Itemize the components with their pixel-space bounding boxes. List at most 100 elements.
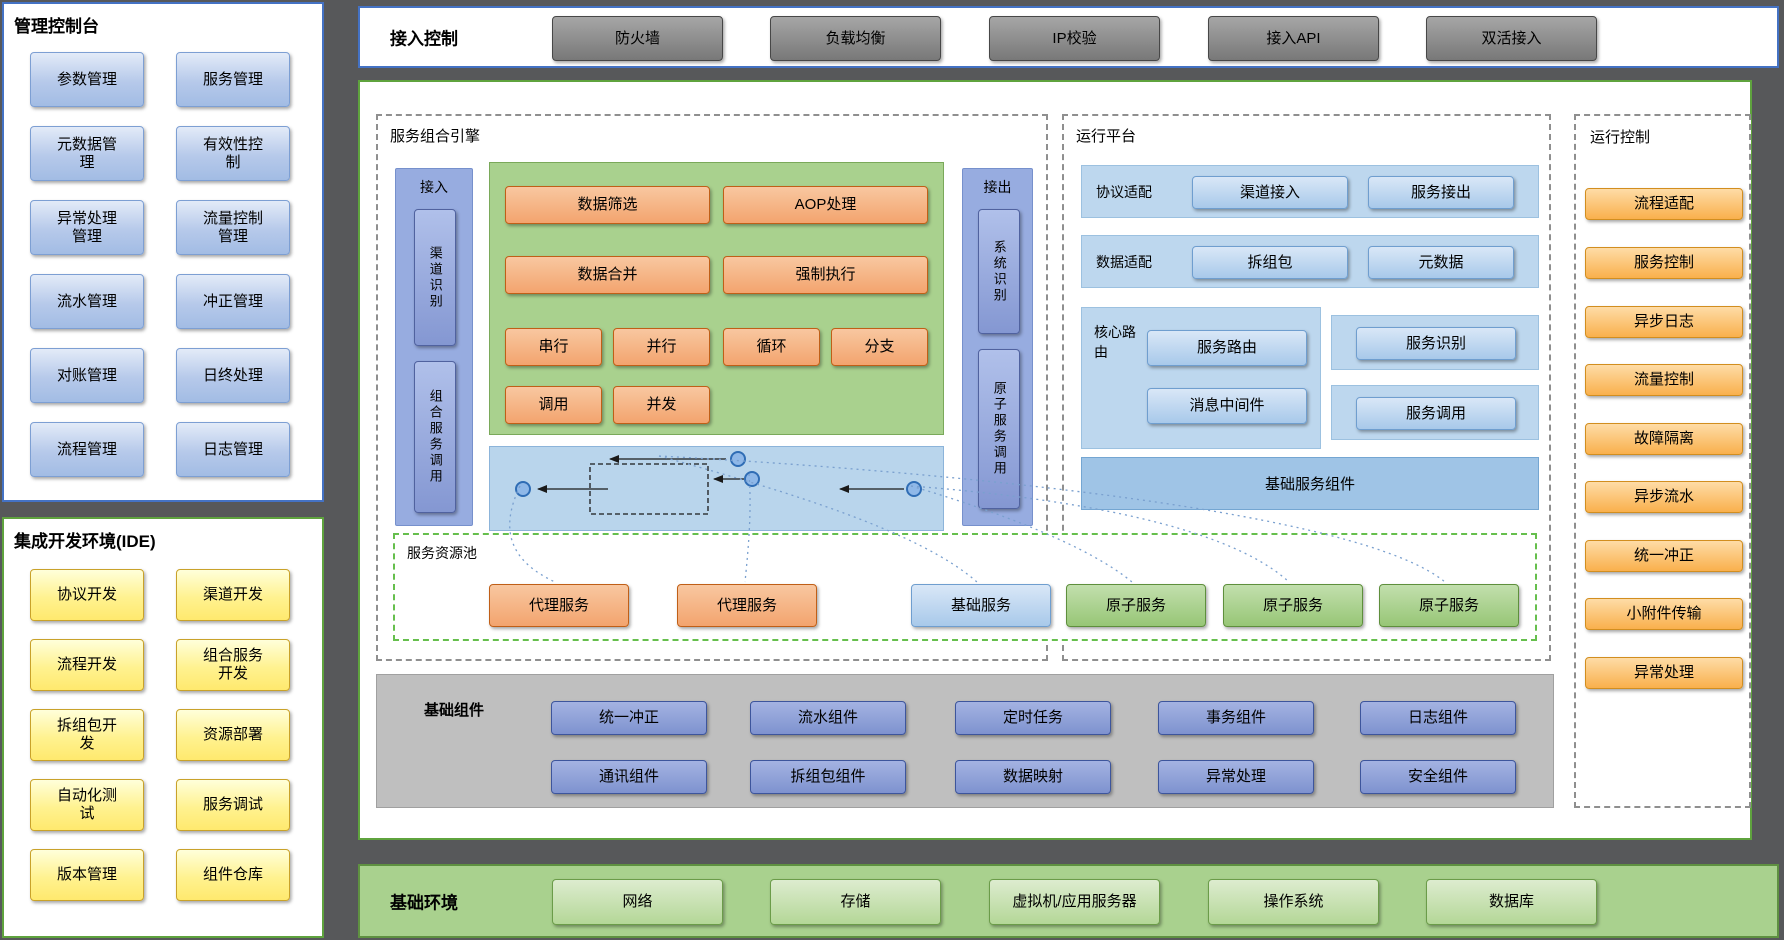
message-middleware-button[interactable]: 消息中间件 — [1147, 388, 1307, 424]
mgmt-item-button[interactable]: 服务管理 — [176, 52, 290, 107]
base-component-button[interactable]: 流水组件 — [750, 701, 906, 735]
protocol-adapter-bar: 协议适配 渠道接入 服务接出 — [1081, 165, 1539, 218]
operation-button[interactable]: 循环 — [723, 328, 820, 366]
base-environment-button[interactable]: 存储 — [770, 879, 941, 925]
runtime-control-button[interactable]: 服务控制 — [1585, 247, 1743, 279]
runtime-platform-label: 运行平台 — [1076, 128, 1137, 145]
operation-button[interactable]: AOP处理 — [723, 186, 928, 224]
service-call-button[interactable]: 服务调用 — [1356, 397, 1516, 430]
operation-button[interactable]: 强制执行 — [723, 256, 928, 294]
base-component-button[interactable]: 定时任务 — [955, 701, 1111, 735]
mgmt-item-button[interactable]: 对账管理 — [30, 348, 144, 403]
management-console-title: 管理控制台 — [14, 17, 99, 36]
base-component-button[interactable]: 数据映射 — [955, 760, 1111, 794]
mgmt-item-button[interactable]: 日终处理 — [176, 348, 290, 403]
operations-box: 数据筛选 AOP处理 数据合并 强制执行 串行 并行 循环 分支 调用 并发 — [489, 162, 944, 435]
access-control-button[interactable]: 双活接入 — [1426, 16, 1597, 61]
mgmt-item-button[interactable]: 日志管理 — [176, 422, 290, 477]
mgmt-item-button[interactable]: 参数管理 — [30, 52, 144, 107]
proxy-service-button[interactable]: 代理服务 — [677, 584, 817, 627]
outbound-column: 接出 系统识别 原子服务调用 — [962, 168, 1033, 526]
base-component-button[interactable]: 异常处理 — [1158, 760, 1314, 794]
base-component-button[interactable]: 拆组包组件 — [750, 760, 906, 794]
base-environment-button[interactable]: 数据库 — [1426, 879, 1597, 925]
operation-button[interactable]: 分支 — [831, 328, 928, 366]
runtime-control-button[interactable]: 小附件传输 — [1585, 598, 1743, 630]
base-environment-button[interactable]: 操作系统 — [1208, 879, 1379, 925]
mgmt-item-button[interactable]: 流水管理 — [30, 274, 144, 329]
base-component-button[interactable]: 安全组件 — [1360, 760, 1516, 794]
outbound-label: 接出 — [983, 179, 1012, 195]
base-component-button[interactable]: 日志组件 — [1360, 701, 1516, 735]
resource-pool-box: 服务资源池 代理服务 代理服务 基础服务 原子服务 原子服务 原子服务 — [393, 533, 1537, 641]
inbound-label: 接入 — [420, 179, 448, 195]
ide-item-button[interactable]: 流程开发 — [30, 639, 144, 691]
atomic-service-call-vertical-button[interactable]: 原子服务调用 — [978, 349, 1020, 509]
ide-item-button[interactable]: 协议开发 — [30, 569, 144, 621]
runtime-control-box: 运行控制 流程适配 服务控制 异步日志 流量控制 故障隔离 异步流水 统一冲正 … — [1574, 114, 1751, 808]
ide-grid: 协议开发 渠道开发 流程开发 组合服务开发 拆组包开发 资源部署 自动化测试 服… — [30, 569, 290, 901]
composite-service-call-vertical-button[interactable]: 组合服务调用 — [414, 361, 456, 513]
runtime-control-button[interactable]: 流程适配 — [1585, 188, 1743, 220]
runtime-control-button[interactable]: 故障隔离 — [1585, 423, 1743, 455]
base-component-button[interactable]: 统一冲正 — [551, 701, 707, 735]
access-control-button[interactable]: IP校验 — [989, 16, 1160, 61]
ide-item-button[interactable]: 渠道开发 — [176, 569, 290, 621]
runtime-control-button[interactable]: 流量控制 — [1585, 364, 1743, 396]
mgmt-item-button[interactable]: 冲正管理 — [176, 274, 290, 329]
access-control-button[interactable]: 接入API — [1208, 16, 1379, 61]
runtime-control-button[interactable]: 统一冲正 — [1585, 540, 1743, 572]
operation-button[interactable]: 并发 — [613, 386, 710, 424]
base-service-button[interactable]: 基础服务 — [911, 584, 1051, 627]
mgmt-item-button[interactable]: 流程管理 — [30, 422, 144, 477]
service-identify-box: 服务识别 — [1331, 315, 1539, 370]
ide-item-button[interactable]: 版本管理 — [30, 849, 144, 901]
ide-item-button[interactable]: 服务调试 — [176, 779, 290, 831]
access-control-panel: 接入控制 防火墙 负载均衡 IP校验 接入API 双活接入 — [358, 6, 1779, 68]
mgmt-item-button[interactable]: 异常处理管理 — [30, 200, 144, 255]
channel-identify-vertical-button[interactable]: 渠道识别 — [414, 209, 456, 346]
pack-unpack-button[interactable]: 拆组包 — [1192, 246, 1348, 279]
ide-item-button[interactable]: 资源部署 — [176, 709, 290, 761]
ide-item-button[interactable]: 组件仓库 — [176, 849, 290, 901]
atomic-service-button[interactable]: 原子服务 — [1223, 584, 1363, 627]
base-component-button[interactable]: 通讯组件 — [551, 760, 707, 794]
management-console-grid: 参数管理 服务管理 元数据管理 有效性控制 异常处理管理 流量控制管理 流水管理… — [30, 52, 290, 477]
mgmt-item-button[interactable]: 有效性控制 — [176, 126, 290, 181]
operation-button[interactable]: 并行 — [613, 328, 710, 366]
base-environment-button[interactable]: 网络 — [552, 879, 723, 925]
channel-access-button[interactable]: 渠道接入 — [1192, 176, 1348, 209]
ide-title: 集成开发环境(IDE) — [14, 532, 156, 551]
mgmt-item-button[interactable]: 流量控制管理 — [176, 200, 290, 255]
atomic-service-button[interactable]: 原子服务 — [1379, 584, 1519, 627]
service-routing-button[interactable]: 服务路由 — [1147, 330, 1307, 366]
service-identify-button[interactable]: 服务识别 — [1356, 327, 1516, 360]
access-control-button[interactable]: 防火墙 — [552, 16, 723, 61]
metadata-button[interactable]: 元数据 — [1368, 246, 1514, 279]
operation-button[interactable]: 串行 — [505, 328, 602, 366]
operation-button[interactable]: 数据筛选 — [505, 186, 710, 224]
base-environment-button[interactable]: 虚拟机/应用服务器 — [989, 879, 1160, 925]
runtime-control-button[interactable]: 异步流水 — [1585, 481, 1743, 513]
operation-button[interactable]: 数据合并 — [505, 256, 710, 294]
base-component-button[interactable]: 事务组件 — [1158, 701, 1314, 735]
system-identify-vertical-button[interactable]: 系统识别 — [978, 209, 1020, 334]
ide-item-button[interactable]: 组合服务开发 — [176, 639, 290, 691]
runtime-control-label: 运行控制 — [1590, 129, 1651, 146]
base-environment-bar: 基础环境 网络 存储 虚拟机/应用服务器 操作系统 数据库 — [358, 864, 1779, 938]
proxy-service-button[interactable]: 代理服务 — [489, 584, 629, 627]
runtime-control-button[interactable]: 异步日志 — [1585, 306, 1743, 338]
atomic-service-button[interactable]: 原子服务 — [1066, 584, 1206, 627]
protocol-adapter-label: 协议适配 — [1096, 183, 1152, 200]
access-control-button[interactable]: 负载均衡 — [770, 16, 941, 61]
service-out-button[interactable]: 服务接出 — [1368, 176, 1514, 209]
ide-item-button[interactable]: 拆组包开发 — [30, 709, 144, 761]
operation-button[interactable]: 调用 — [505, 386, 602, 424]
data-adapter-bar: 数据适配 拆组包 元数据 — [1081, 235, 1539, 288]
base-service-components-bar[interactable]: 基础服务组件 — [1081, 457, 1539, 510]
runtime-control-button[interactable]: 异常处理 — [1585, 657, 1743, 689]
mgmt-item-button[interactable]: 元数据管理 — [30, 126, 144, 181]
inbound-column: 接入 渠道识别 组合服务调用 — [395, 168, 473, 526]
ide-item-button[interactable]: 自动化测试 — [30, 779, 144, 831]
